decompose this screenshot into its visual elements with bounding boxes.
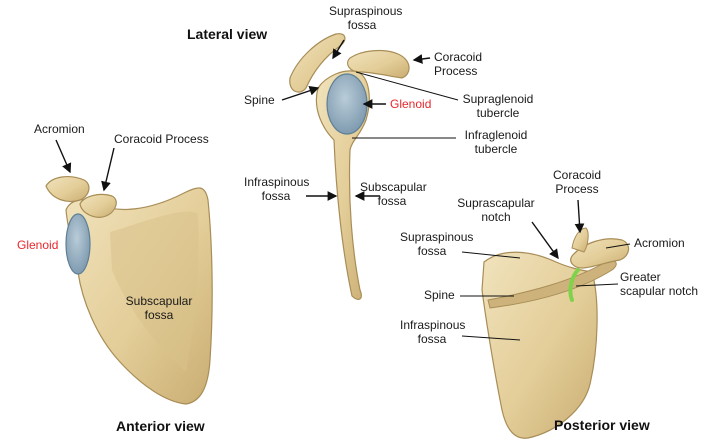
lateral-glenoid-label: Glenoid [390,97,432,111]
posterior-acromion-label: Acromion [634,236,685,250]
posterior-spine-ridge [487,260,617,309]
lateral-spine-label: Spine [244,93,275,107]
posterior-infraspinous-label: Infraspinous fossa [400,318,466,346]
arrow-posterior-coracoid [574,199,585,234]
posterior-coracoid-label: Coracoid Process [552,168,602,196]
lateral-supraspinous-label: Supraspinous fossa [329,4,403,32]
lateral-subscapular-label: Subscapular fossa [360,180,427,208]
posterior-scapula [481,227,630,439]
anterior-acromion-label: Acromion [34,122,85,136]
anterior-view-title: Anterior view [116,418,205,434]
posterior-greater-scapular-notch [568,268,580,302]
posterior-supraspinous-label: Supraspinous fossa [400,230,474,258]
anterior-coracoid-label: Coracoid Process [114,132,209,146]
lateral-coracoid-label: Coracoid Process [434,50,483,78]
lateral-coracoid-arm [347,49,410,79]
arrow-lateral-supraspinous [332,39,345,60]
anterior-glenoid-label: Glenoid [17,238,59,252]
lateral-infraspinous-label: Infraspinous fossa [244,175,310,203]
anterior-scapula [45,176,213,405]
lateral-glenoid [326,73,368,135]
line-posterior-infraspinous [461,335,521,341]
arrow-lateral-spine [281,86,320,101]
line-lateral-supraglenoid [355,71,459,101]
posterior-view-title: Posterior view [554,417,650,433]
arrow-posterior-suprascapular [531,221,559,260]
posterior-suprascapular-label: Suprascapular notch [457,196,535,224]
line-posterior-acromion [605,243,631,249]
lateral-scapula [289,33,410,300]
anterior-acromion [45,176,90,203]
posterior-coracoid [571,227,589,253]
anterior-fossa-shade [110,211,199,372]
line-posterior-greater-notch [575,283,619,287]
leader-lines [55,39,631,341]
line-posterior-supraspinous [461,251,521,259]
lateral-supraglenoid-label: Supraglenoid tubercle [462,92,534,120]
lateral-view-title: Lateral view [187,26,268,42]
lateral-infraglenoid-label: Infraglenoid tubercle [464,128,528,156]
arrow-anterior-coracoid [101,147,115,192]
anterior-subscapular-label: Subscapular fossa [125,294,193,322]
arrow-anterior-acromion [55,139,72,174]
anterior-glenoid [65,213,91,275]
posterior-spine-label: Spine [424,288,455,302]
posterior-greater-notch-label: Greater scapular notch [620,270,699,298]
arrow-lateral-coracoid [412,54,431,64]
anterior-coracoid [79,193,117,218]
